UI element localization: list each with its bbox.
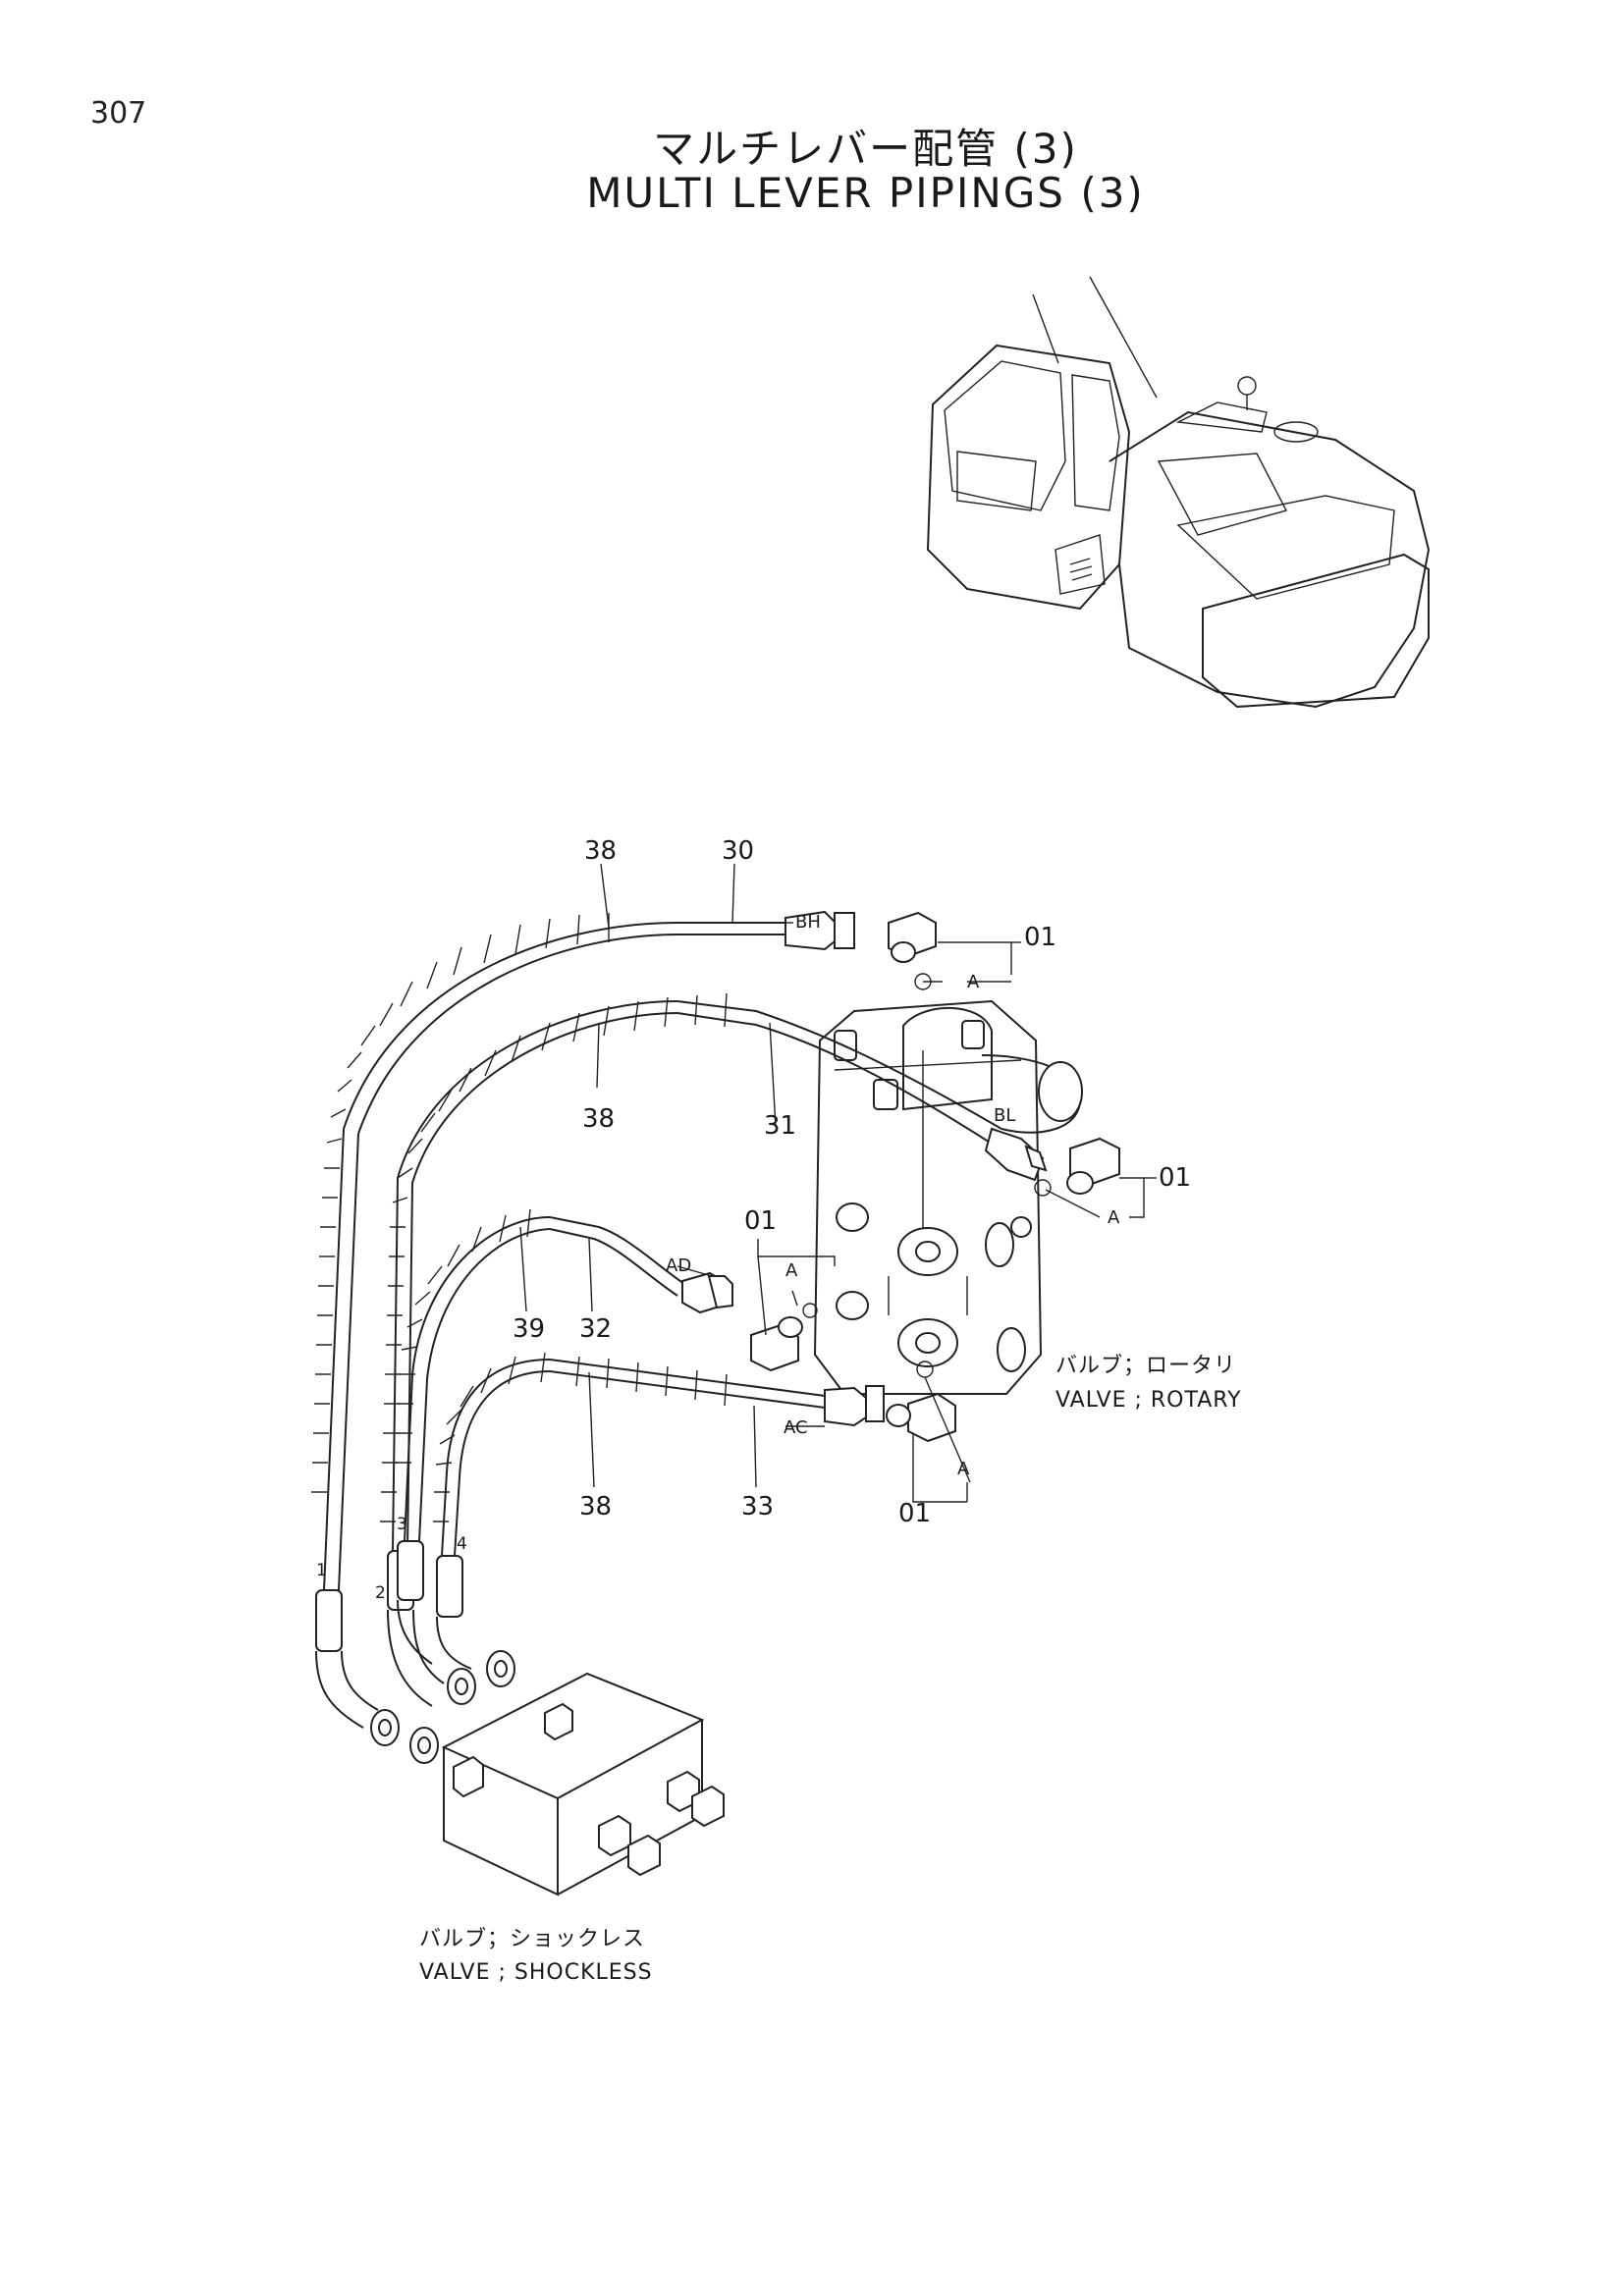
port-label-ac: AC (784, 1417, 808, 1438)
label-31: 31 (764, 1111, 796, 1141)
elbow-fitting-01-right (1034, 1137, 1120, 1197)
port-label-ad: AD (666, 1255, 691, 1276)
label-01-right: 01 (1159, 1163, 1191, 1193)
hose-number-3: 3 (397, 1515, 407, 1534)
label-01-mid: 01 (744, 1206, 777, 1236)
label-39: 39 (513, 1314, 545, 1344)
caption-shockless-en: VALVE ; SHOCKLESS (419, 1960, 653, 1985)
port-label-a-3: A (785, 1260, 798, 1281)
shockless-valve-block (441, 1672, 725, 1896)
label-38-top: 38 (584, 836, 617, 866)
label-01-bottom: 01 (898, 1499, 931, 1528)
port-label-a-4: A (957, 1459, 970, 1479)
label-33: 33 (741, 1492, 774, 1522)
port-label-a-1: A (967, 972, 980, 992)
caption-rotary-jp: バルブ；ロータリ (1055, 1354, 1236, 1378)
excavator-overview-illustration (926, 276, 1431, 709)
part-number-labels: 38 30 01 38 31 01 01 39 32 38 33 01 (513, 836, 1191, 1528)
label-38-mid: 38 (582, 1104, 615, 1134)
port-labels: BH BL AD AC A A A A (666, 912, 1120, 1479)
port-label-bh: BH (795, 912, 821, 933)
captions: バルブ；ロータリ VALVE ; ROTARY バルブ；ショックレス VALVE… (419, 1354, 1242, 1985)
hose-30-bh (311, 910, 855, 1746)
hose-number-4: 4 (457, 1534, 467, 1554)
caption-shockless-jp: バルブ；ショックレス (419, 1927, 645, 1951)
label-30: 30 (722, 836, 754, 866)
label-01-top: 01 (1024, 923, 1056, 952)
hose-33-ac (433, 1352, 885, 1687)
port-label-a-2: A (1108, 1207, 1120, 1228)
hose-end-numbers: 1 2 3 4 (316, 1515, 467, 1603)
page-number: 307 (90, 96, 147, 131)
hose-number-1: 1 (316, 1561, 327, 1580)
port-label-bl: BL (994, 1105, 1015, 1126)
leader-lines (519, 863, 1157, 1503)
rotary-valve-body (813, 999, 1083, 1395)
hose-31-bl (380, 992, 1048, 1764)
label-38-low: 38 (579, 1492, 612, 1522)
elbow-fitting-01-bottom (886, 1361, 956, 1443)
page-title-jp: マルチレバー配管 (3) (653, 125, 1078, 173)
label-32: 32 (579, 1314, 612, 1344)
caption-rotary-en: VALVE ; ROTARY (1055, 1388, 1242, 1413)
elbow-fitting-01-mid (750, 1303, 818, 1372)
page-title-en: MULTI LEVER PIPINGS (3) (586, 169, 1145, 217)
hose-32-ad (396, 1208, 733, 1705)
hose-number-2: 2 (375, 1583, 386, 1603)
elbow-fitting-01-top (888, 911, 937, 990)
